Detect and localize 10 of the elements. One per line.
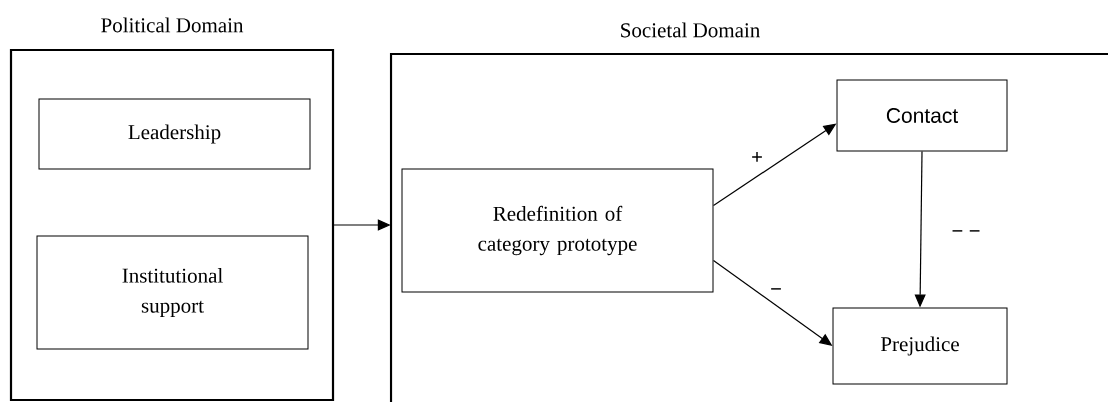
concept-box: Institutional support bbox=[36, 235, 309, 350]
concept-box: Contact bbox=[836, 79, 1008, 152]
concept-box: Redefinition of category prototype bbox=[401, 168, 714, 293]
domain-heading: Political Domain bbox=[101, 17, 244, 33]
concept-box: Prejudice bbox=[832, 307, 1008, 385]
domain-heading: Societal Domain bbox=[621, 22, 760, 38]
concept-box: Leadership bbox=[38, 98, 311, 170]
edge-label: − bbox=[769, 287, 783, 297]
edge-label: − − bbox=[950, 229, 982, 239]
edge-label: + bbox=[750, 151, 764, 165]
